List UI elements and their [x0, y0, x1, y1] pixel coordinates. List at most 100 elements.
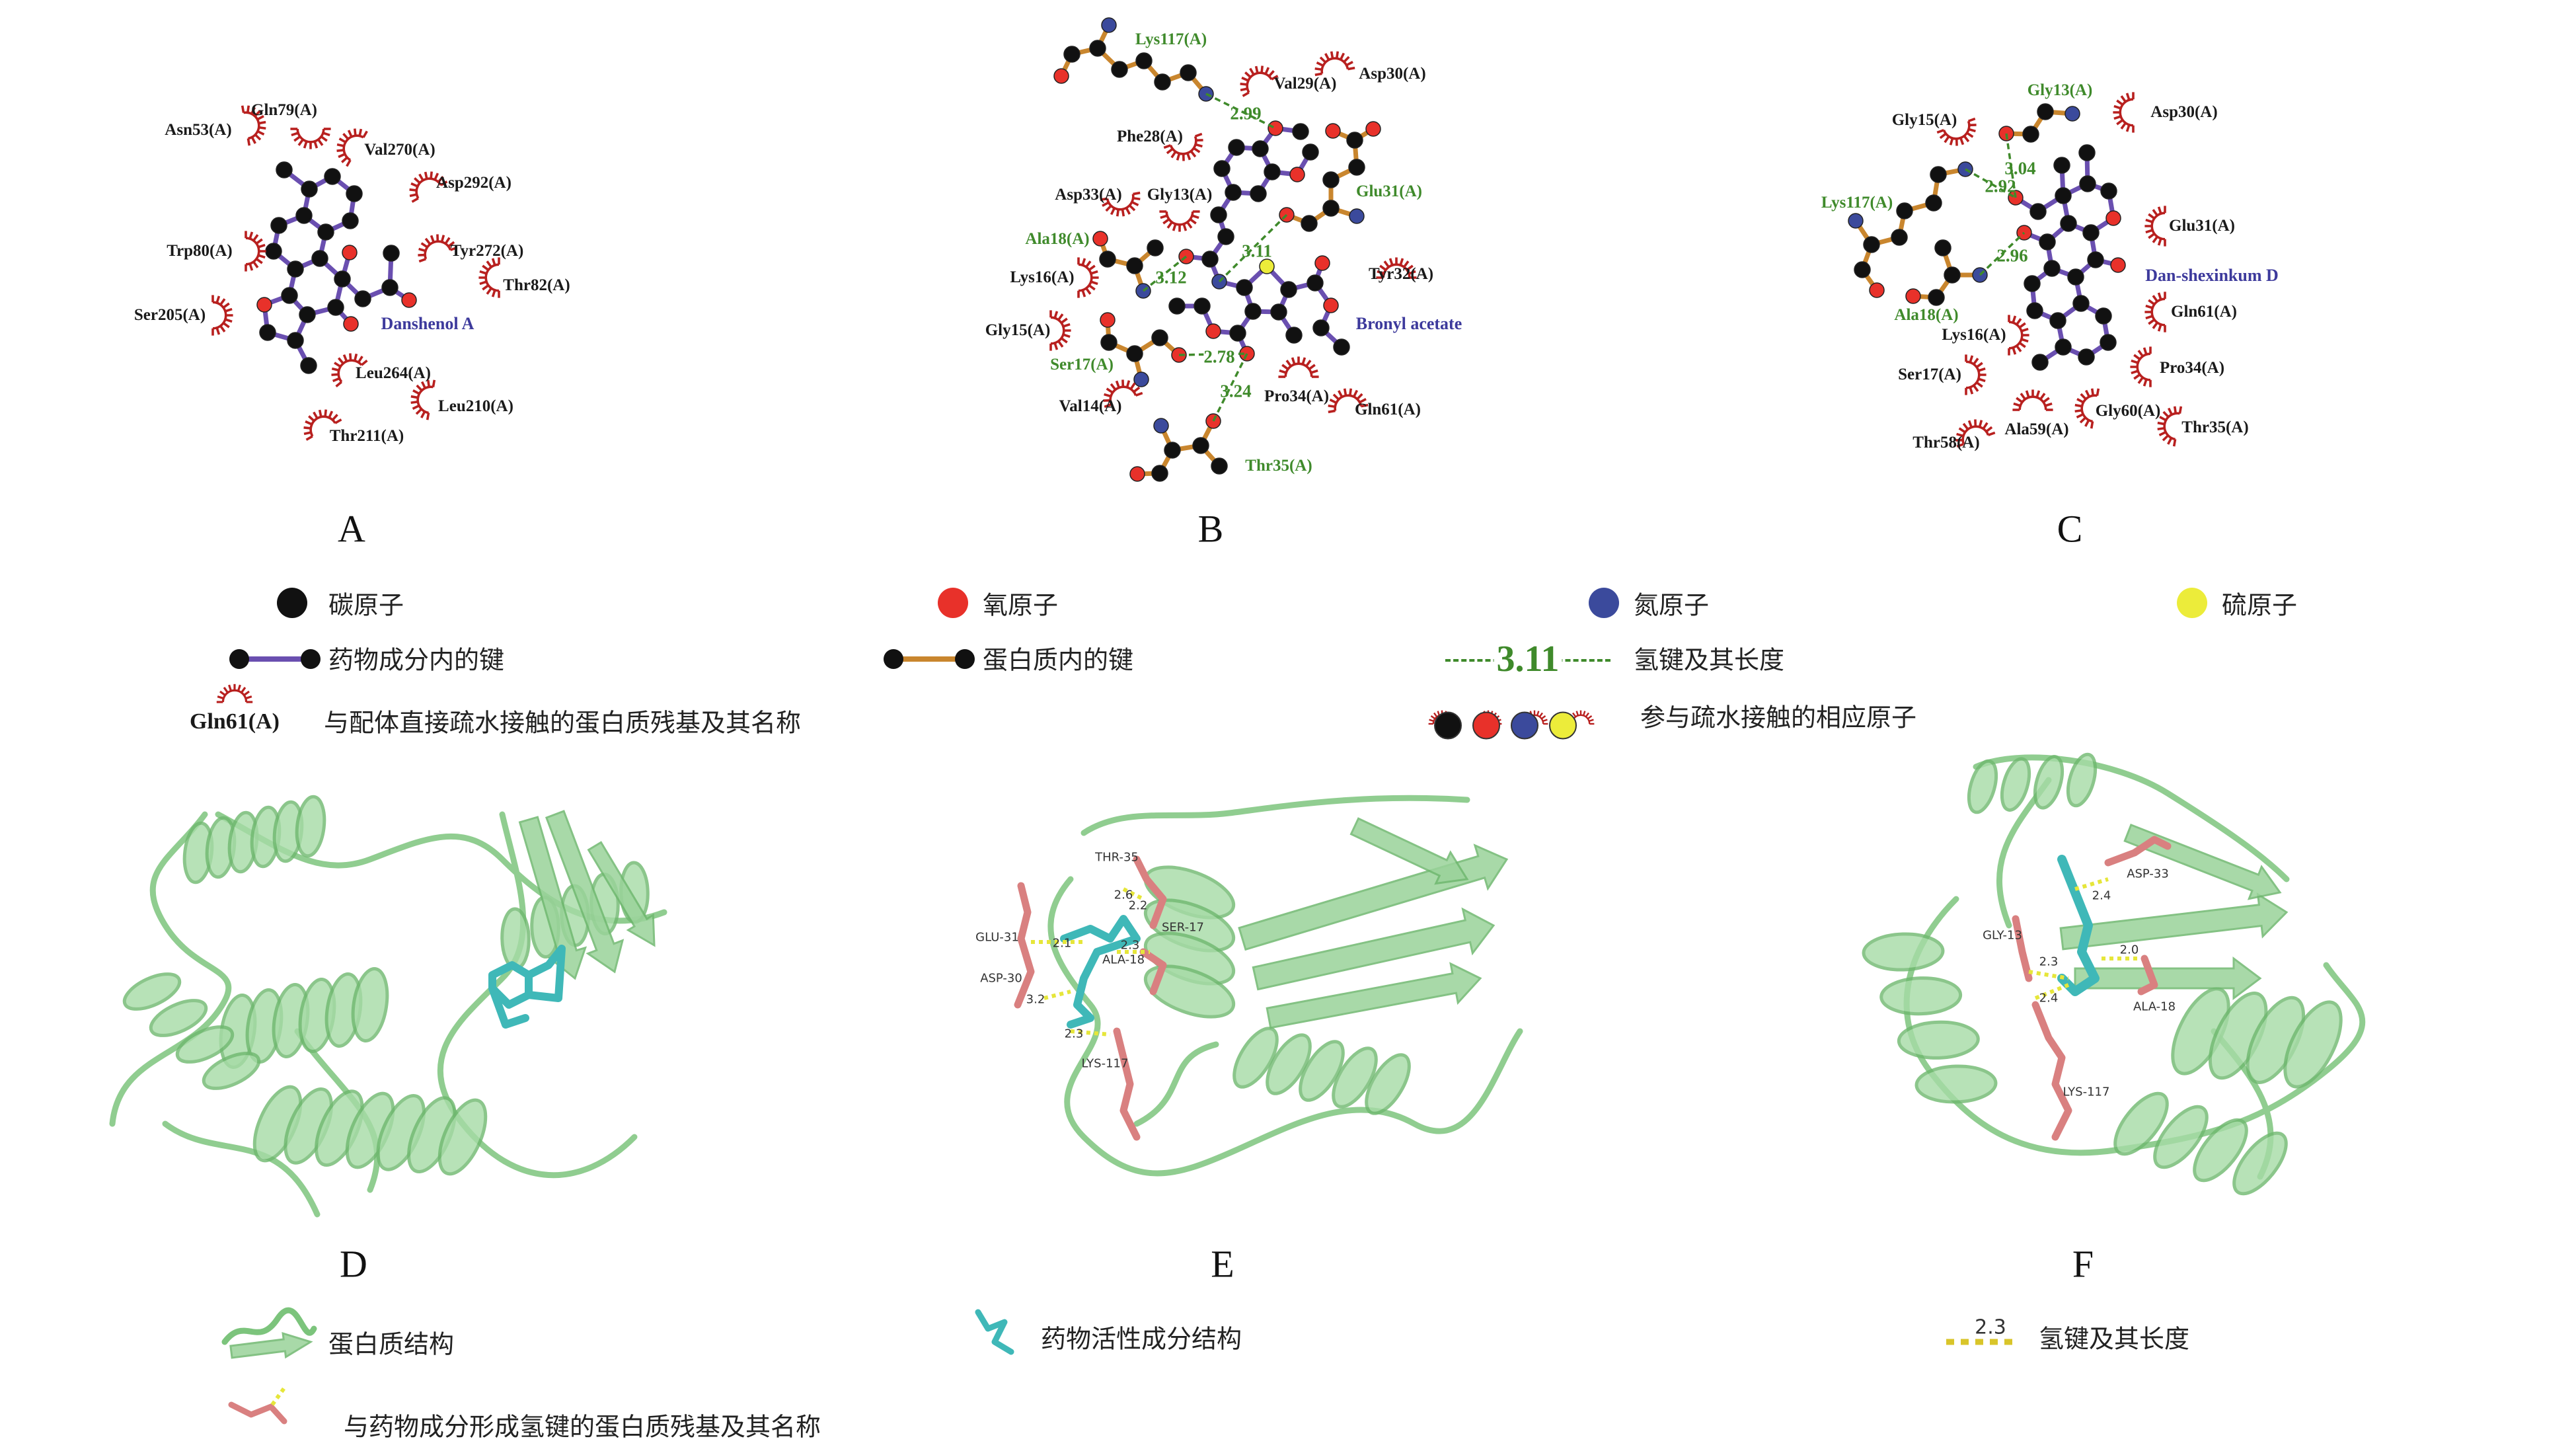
residue-label: Tyr272(A)	[450, 242, 524, 260]
helix-turn	[1365, 1053, 1411, 1115]
hydrophobic-contact-icon	[1310, 46, 1356, 77]
residue-ala18-stick	[2137, 955, 2158, 996]
protein-helix	[1862, 932, 1998, 1104]
ligand-name: Dan-shexinkum D	[2145, 266, 2279, 285]
protein-3d-views	[109, 752, 2366, 1425]
atom	[1111, 61, 1128, 78]
atom	[1053, 68, 1069, 84]
residue-label: Thr211(A)	[329, 427, 404, 445]
residue-label: Asp30(A)	[2150, 103, 2218, 121]
atom	[2055, 338, 2072, 356]
hydrophobic-contact-icon	[2111, 91, 2135, 134]
hbond-line	[1218, 214, 1288, 283]
atom	[1301, 215, 1318, 232]
hbond-distance: 2.6	[1114, 888, 1133, 902]
atom	[342, 212, 359, 229]
atom	[1089, 40, 1106, 57]
helix-turn	[149, 999, 208, 1037]
atom	[1252, 140, 1269, 157]
helix-turn	[1143, 964, 1236, 1019]
atom	[1205, 323, 1221, 339]
panel-label-c: C	[2057, 507, 2083, 551]
ligand-bond-icon	[239, 656, 311, 662]
atom	[2082, 224, 2100, 241]
atom	[1100, 312, 1116, 328]
helix-turn	[175, 1025, 235, 1064]
atom	[1925, 194, 1942, 212]
hbond-dashes	[270, 1387, 286, 1406]
protein-helix	[219, 967, 389, 1069]
helix-turn	[2066, 752, 2098, 808]
atom	[1848, 213, 1864, 229]
residue-label: Lys16(A)	[1942, 326, 2006, 344]
protein-helix	[1232, 1027, 1411, 1115]
hbond-dashes	[2074, 877, 2109, 891]
atom	[276, 161, 293, 178]
hydrophobic-contact-icon	[245, 229, 268, 273]
atom	[383, 245, 400, 262]
residue-label: Asp292(A)	[436, 174, 511, 192]
atom	[1193, 297, 1211, 315]
atom	[1896, 202, 1913, 219]
atom	[287, 332, 304, 349]
hydrophobic-contact-icon	[1231, 57, 1279, 98]
legend-drug: 药物活性成分结构	[1041, 1324, 1242, 1354]
legend-sulfur: 硫原子	[2222, 590, 2298, 620]
residue-label: Asp30(A)	[1359, 65, 1426, 83]
atom	[1228, 139, 1245, 156]
residue-label: Gln61(A)	[1355, 401, 1421, 418]
helix-turn	[2283, 1000, 2343, 1089]
atom	[2079, 175, 2096, 192]
residue-label: ALA-18	[1102, 953, 1145, 967]
protein-sheet	[2074, 957, 2262, 1000]
atom	[1129, 466, 1145, 482]
atom	[2065, 106, 2080, 122]
atom	[381, 279, 398, 296]
residue-label: Phe28(A)	[1117, 128, 1183, 145]
protein-loop	[1047, 795, 1523, 1177]
hbond-residue-label: Gly13(A)	[2027, 81, 2093, 99]
atom	[1151, 329, 1168, 346]
hydrophobic-contact-icon	[1049, 309, 1073, 352]
atom	[1268, 120, 1283, 136]
atom	[1192, 437, 1209, 454]
atom	[1063, 46, 1080, 63]
atom	[2100, 334, 2117, 351]
hydrophobic-contact-icon	[1158, 210, 1201, 233]
residue-label: Leu264(A)	[356, 364, 431, 382]
panel-label-d: D	[340, 1242, 367, 1286]
atom	[265, 243, 282, 260]
atom	[295, 207, 313, 224]
residue-label: ASP-30	[980, 971, 1022, 986]
hydrophobic-contact-icon	[211, 294, 235, 337]
protein-sheet	[1349, 817, 1469, 885]
residue-label: Ser205(A)	[133, 306, 206, 324]
atom	[1168, 297, 1186, 315]
atom	[2055, 187, 2072, 204]
hbond-distance: 3.12	[1155, 267, 1187, 288]
atom	[1210, 206, 1227, 223]
atom	[1365, 121, 1381, 137]
atom	[343, 316, 359, 332]
atom	[1250, 185, 1267, 202]
residue-label: Tyr32(A)	[1368, 265, 1434, 283]
drug-structure	[488, 961, 533, 1029]
atom	[1905, 288, 1921, 304]
residue-label: THR-35	[1095, 850, 1139, 865]
helix-turn	[500, 907, 531, 970]
legend-carbon: 碳原子	[328, 590, 404, 620]
atom	[1126, 345, 1143, 362]
hbond-dashes	[1043, 990, 1071, 1000]
hbond-distance: 2.3	[2039, 955, 2059, 969]
residue-label: Val29(A)	[1273, 75, 1337, 93]
residue-asp33-stick	[2104, 836, 2172, 867]
residue-label: LYS-117	[2063, 1085, 2110, 1099]
atom	[1244, 303, 1262, 320]
residue-label: Gly15(A)	[985, 321, 1051, 339]
residue-label: Pro34(A)	[1264, 387, 1330, 405]
carbon-atom-icon	[277, 588, 307, 618]
atom	[2067, 268, 2084, 286]
atom	[1205, 413, 1221, 429]
atom	[281, 287, 298, 304]
residue-label: Asn53(A)	[165, 121, 232, 139]
